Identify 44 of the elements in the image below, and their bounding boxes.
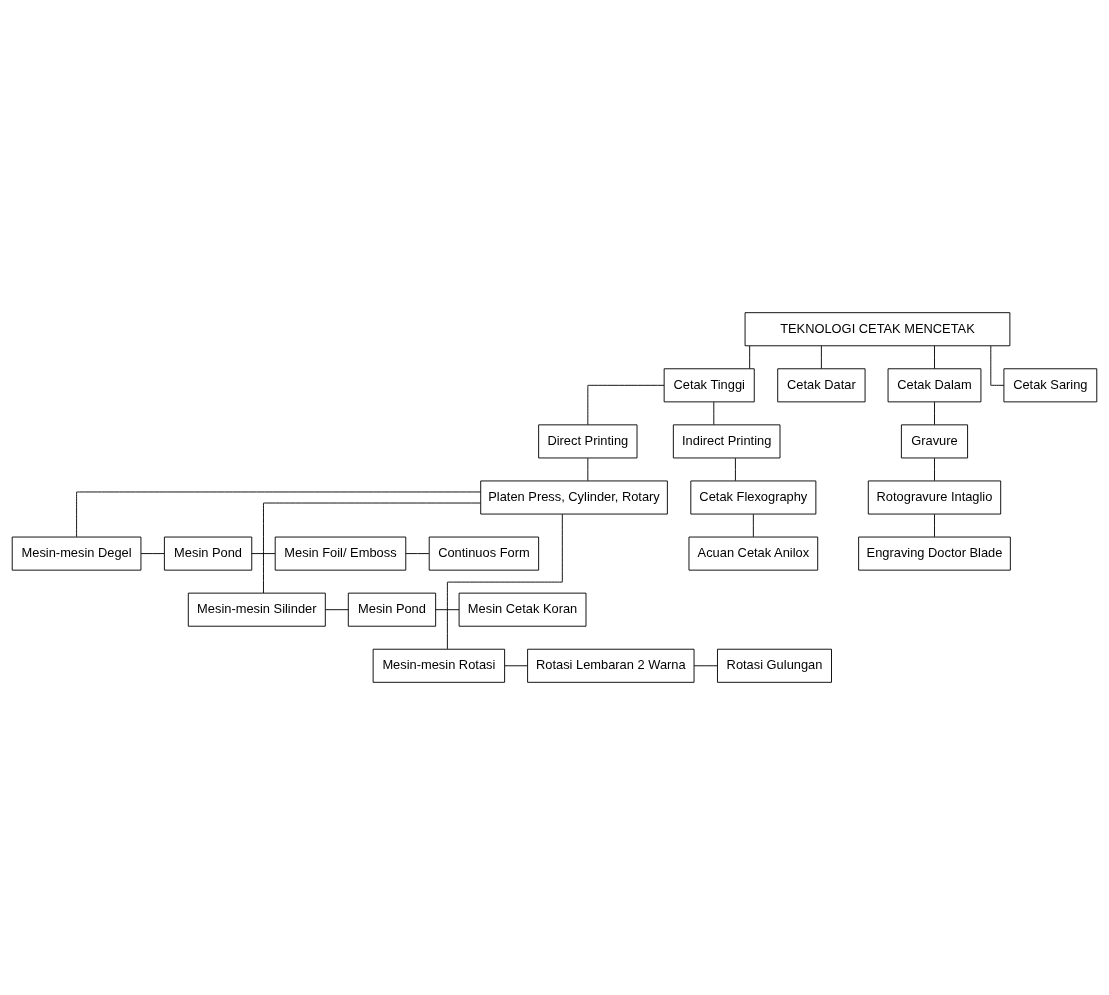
node-box: Mesin-mesin Rotasi [372,648,506,683]
connector [749,345,751,369]
node-box: Mesin Foil/ Emboss [274,536,407,571]
connector [76,491,481,538]
connector [446,513,563,650]
connector [140,553,165,555]
node-box: Indirect Printing [672,424,781,459]
node-box: Cetak Tinggi [663,368,755,403]
node-box: Acuan Cetak Anilox [688,536,819,571]
connector [504,665,528,667]
connector [934,345,935,369]
connector [435,609,460,611]
node-box: TEKNOLOGI CETAK MENCETAK [744,312,1011,347]
connector [934,457,935,482]
node-box: Cetak Flexography [690,480,817,515]
connector [752,513,754,538]
connector [934,401,935,426]
connector [713,401,715,426]
node-box: Mesin-mesin Degel [11,536,142,571]
connector [734,457,736,482]
connector [587,384,665,426]
connector [587,457,589,482]
connector [934,513,935,538]
node-box: Rotogravure Intaglio [867,480,1002,515]
connector [405,553,430,555]
connector [263,502,481,594]
node-box: Cetak Dalam [887,368,982,403]
node-box: Gravure [900,424,969,459]
node-box: Cetak Datar [777,368,866,403]
node-box: Direct Printing [538,424,638,459]
node-box: Mesin Pond [347,592,437,627]
connector [820,345,822,369]
node-box: Mesin Cetak Koran [458,592,587,627]
node-box: Platen Press, Cylinder, Rotary [480,480,668,515]
node-box: Rotasi Gulungan [717,648,832,683]
node-box: Mesin Pond [163,536,253,571]
node-box: Cetak Saring [1003,368,1098,403]
node-box: Engraving Doctor Blade [858,536,1011,571]
connector [693,665,718,667]
connector [325,609,349,611]
node-box: Continuos Form [428,536,540,571]
connector [251,553,276,555]
node-box: Rotasi Lembaran 2 Warna [527,648,695,683]
node-box: Mesin-mesin Silinder [187,592,326,627]
